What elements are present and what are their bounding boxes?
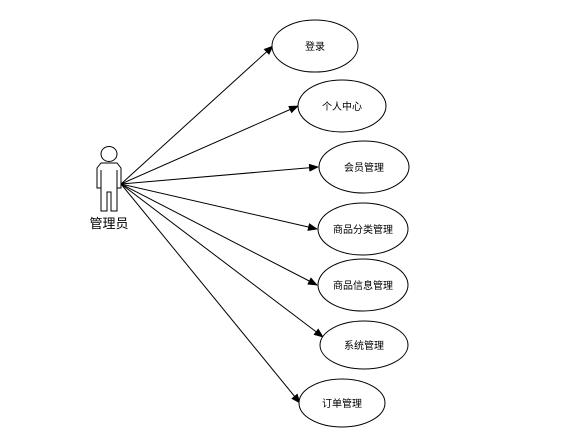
arrow-to-personal-center — [120, 105, 299, 185]
arrow-to-system-management — [120, 183, 324, 338]
actor-administrator: 管理员 — [89, 146, 129, 232]
usecase-member-management: 会员管理 — [318, 140, 410, 194]
arrow-to-order-management — [120, 183, 301, 404]
usecase-label: 个人中心 — [322, 100, 362, 113]
usecase-product-info-management: 商品信息管理 — [317, 258, 409, 312]
use-cases: 登录 个人中心 会员管理 商品分类管理 商品信息管理 系统管理 订单管理 — [271, 19, 410, 428]
usecase-label: 系统管理 — [344, 339, 384, 352]
person-icon — [96, 146, 122, 212]
usecase-product-category-management: 商品分类管理 — [317, 202, 409, 256]
arrow-to-product-info-management — [120, 183, 318, 286]
arrow-to-product-category-management — [120, 183, 318, 231]
arrow-to-login — [120, 45, 274, 185]
association-arrows — [120, 45, 324, 404]
usecase-order-management: 订单管理 — [298, 378, 386, 428]
usecase-label: 商品分类管理 — [333, 223, 393, 236]
usecase-label: 商品信息管理 — [333, 279, 393, 292]
usecase-label: 订单管理 — [322, 397, 362, 410]
usecase-personal-center: 个人中心 — [297, 79, 387, 133]
usecase-label: 登录 — [305, 40, 325, 53]
arrow-to-member-management — [120, 163, 319, 185]
usecase-login: 登录 — [271, 19, 359, 73]
usecase-system-management: 系统管理 — [319, 320, 409, 370]
actor-label: 管理员 — [89, 217, 128, 232]
usecase-label: 会员管理 — [344, 161, 384, 174]
